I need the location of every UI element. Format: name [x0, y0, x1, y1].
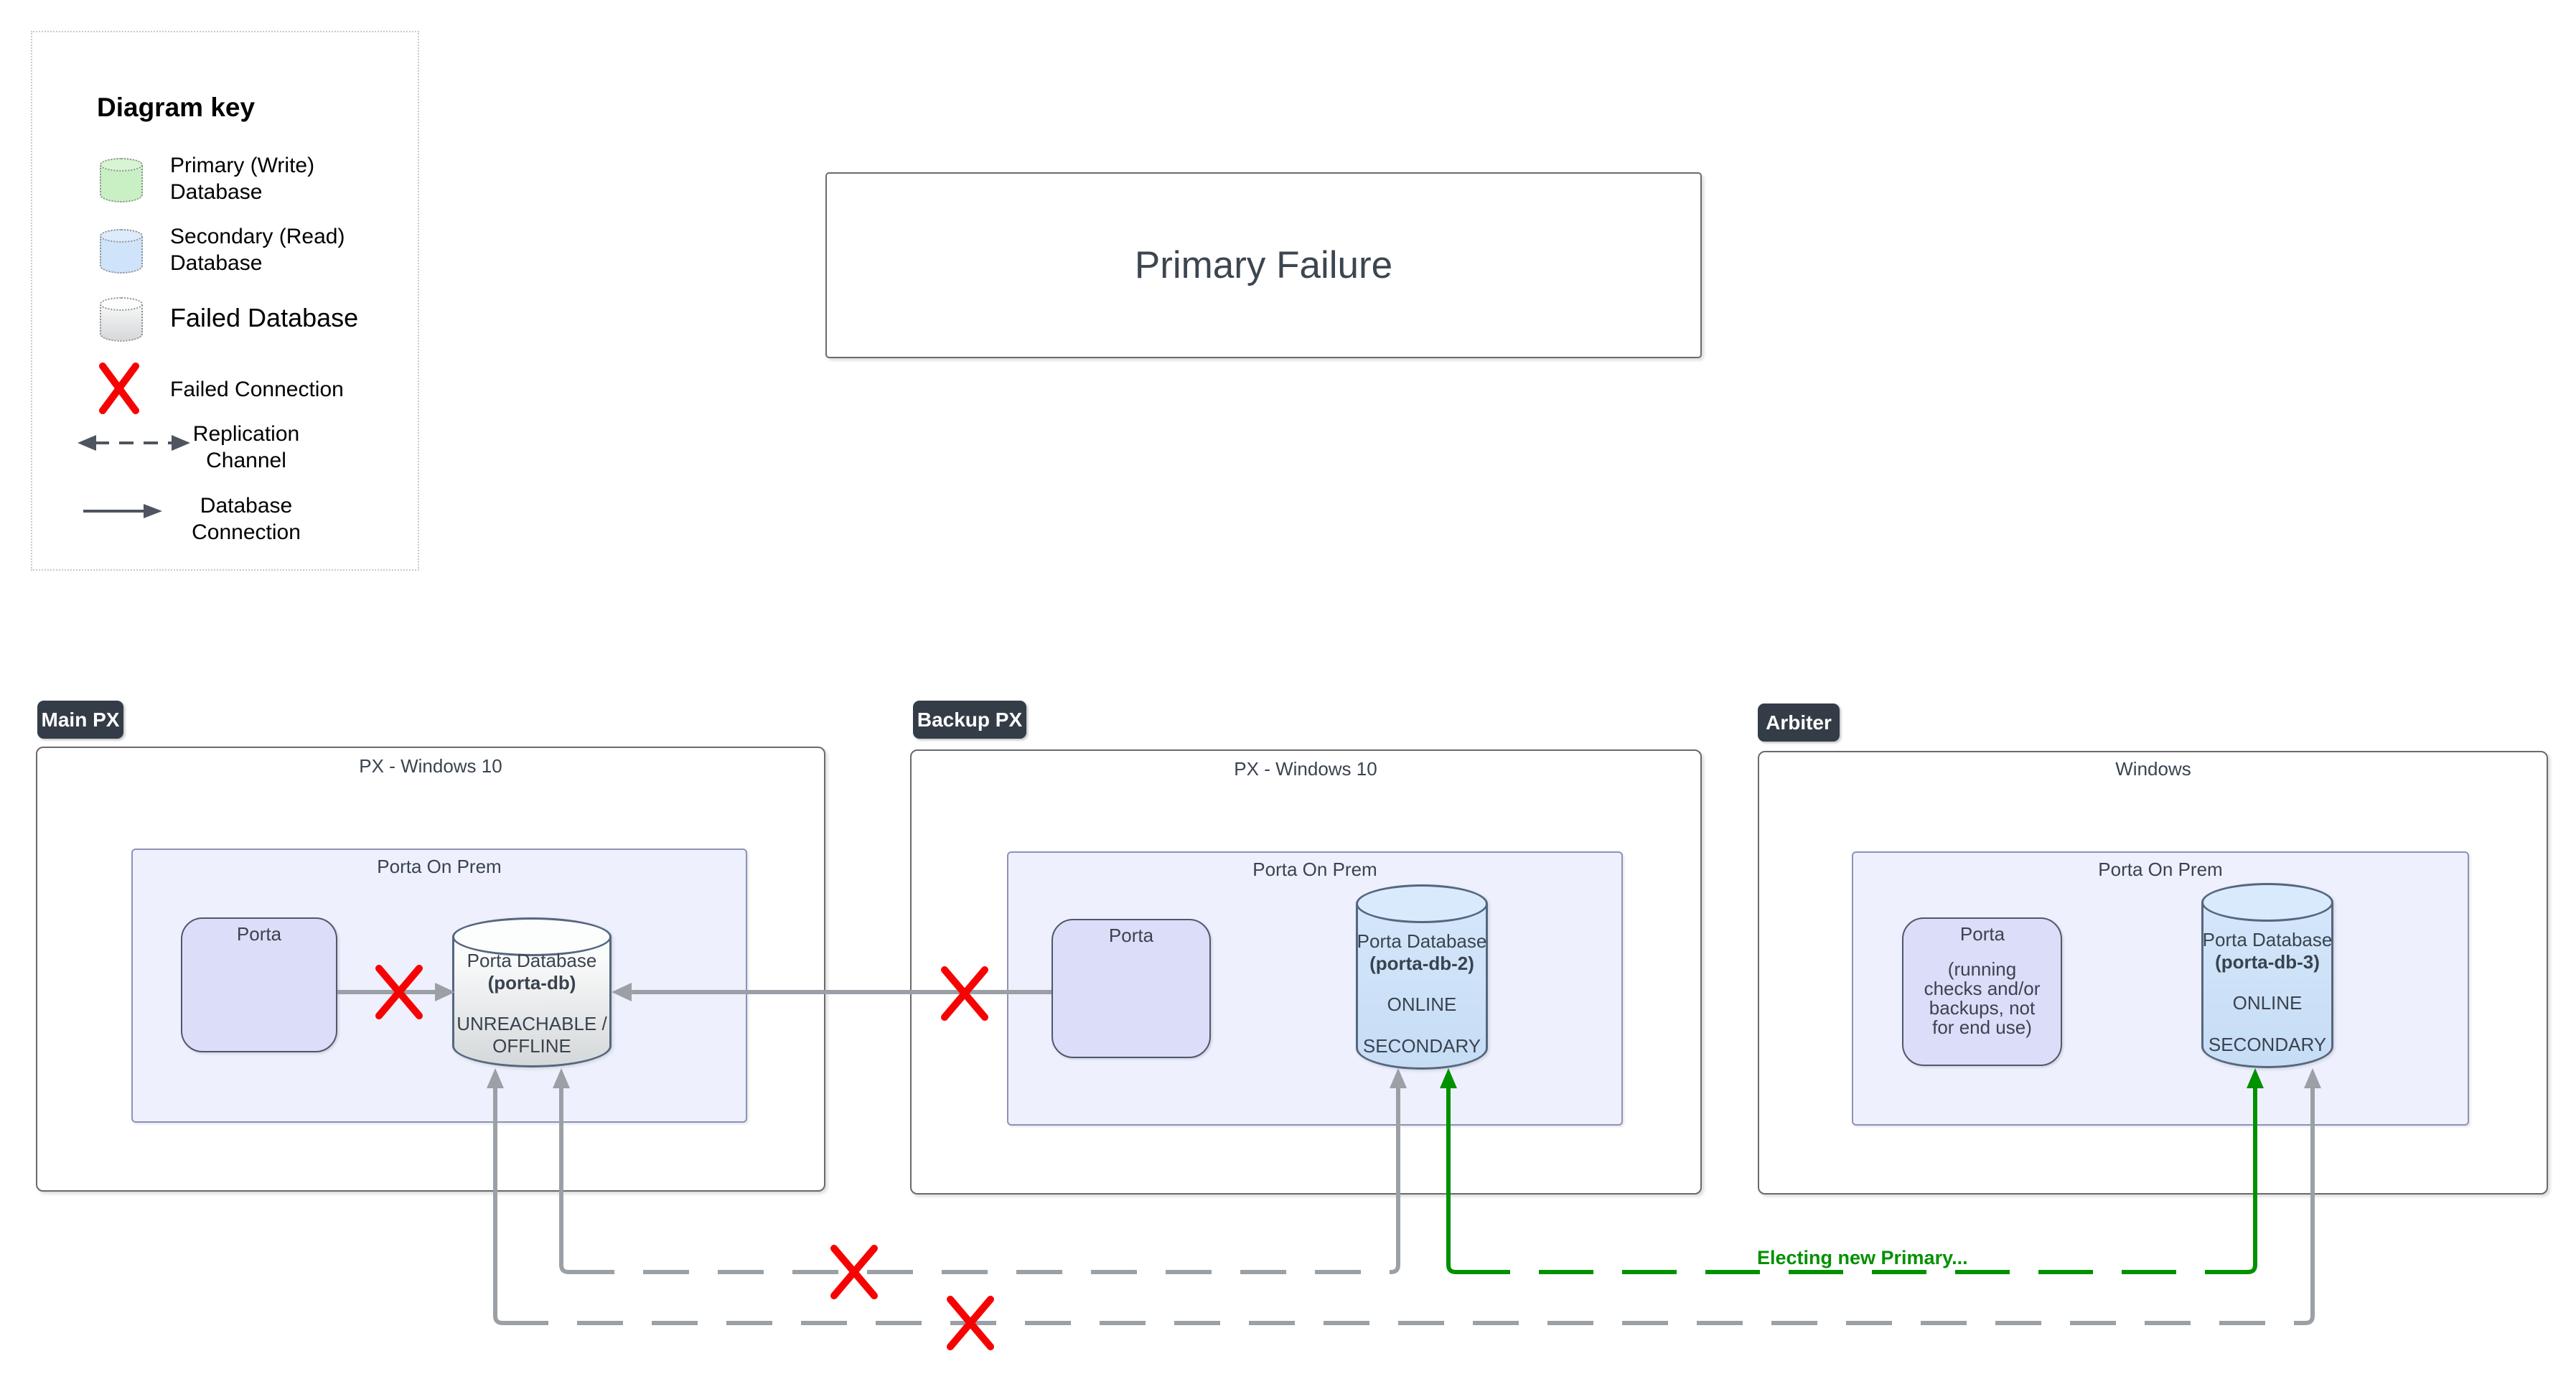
db-status-line: OFFLINE: [492, 1035, 571, 1057]
backup-px-app-label: Porta: [1108, 925, 1154, 946]
db-name: Porta Database: [2202, 929, 2333, 950]
key-item-line: Connection: [192, 520, 301, 544]
key-item-label: Secondary (Read) Database: [170, 223, 345, 276]
db-name: Porta Database: [1357, 930, 1487, 952]
key-title: Diagram key: [97, 93, 256, 122]
cylinder-top: [100, 158, 143, 172]
main-px-host-label: PX - Windows 10: [359, 755, 502, 777]
backup-px-host-label: PX - Windows 10: [1234, 758, 1377, 780]
db-name: Porta Database: [467, 950, 597, 971]
page-title: Primary Failure: [1134, 244, 1393, 286]
key-item-line: Database: [170, 180, 263, 204]
db-status-line: ONLINE: [1387, 994, 1457, 1015]
arbiter-app-note: (running checks and/or backups, not for …: [1902, 960, 2062, 1037]
key-item-line: Failed Database: [170, 303, 359, 332]
key-item-line: Primary (Write): [170, 154, 315, 177]
diagram-key-panel: Diagram key Primary (Write) Database Sec…: [31, 31, 419, 571]
db-id: (porta-db-2): [1369, 953, 1474, 974]
key-item-line: Channel: [206, 449, 286, 472]
electing-new-primary-label: Electing new Primary...: [1757, 1247, 1968, 1268]
backup-px-platform-label: Porta On Prem: [1252, 859, 1377, 880]
badge-arbiter: Arbiter: [1758, 703, 1840, 742]
cylinder-body: [452, 937, 612, 1067]
failed-db-cylinder-icon: [100, 297, 143, 342]
db-status-line: SECONDARY: [2208, 1034, 2327, 1055]
main-px-app-box: [181, 917, 337, 1052]
key-item-label: Replication Channel: [170, 421, 322, 474]
db-id: (porta-db-3): [2215, 951, 2320, 973]
db-status-line: UNREACHABLE /: [456, 1013, 607, 1034]
badge-main-px: Main PX: [37, 701, 123, 739]
title-box: Primary Failure: [825, 172, 1702, 358]
key-item-label: Failed Database: [170, 302, 358, 334]
key-item-label: Database Connection: [170, 492, 322, 546]
main-px-platform-label: Porta On Prem: [377, 856, 502, 877]
key-item-label: Primary (Write) Database: [170, 152, 314, 205]
secondary-db-cylinder-icon: [100, 229, 143, 274]
db-text: Porta Database (porta-db-2) ONLINE SECON…: [1339, 930, 1505, 1057]
arbiter-database-cylinder: Porta Database (porta-db-3) ONLINE SECON…: [2201, 883, 2333, 1068]
db-status-line: SECONDARY: [1362, 1035, 1481, 1057]
db-id: (porta-db): [487, 972, 576, 994]
key-item-line: Failed Connection: [170, 378, 344, 401]
badge-backup-px: Backup PX: [913, 701, 1026, 739]
key-item-label: Failed Connection: [170, 376, 344, 403]
db-text: Porta Database (porta-db) UNREACHABLE / …: [435, 950, 629, 1057]
cylinder-top: [452, 917, 612, 956]
key-item-line: Database: [170, 251, 263, 275]
arbiter-platform-label: Porta On Prem: [2098, 859, 2223, 880]
x-replication-main-arbiter: [947, 1296, 994, 1350]
key-item-line: Database: [200, 494, 293, 518]
app-note-line: backups, not: [1929, 997, 2036, 1019]
arbiter-app-label: Porta: [1959, 923, 2005, 945]
primary-db-cylinder-icon: [100, 158, 143, 202]
cylinder-top: [1356, 884, 1488, 923]
app-note-line: (running: [1947, 958, 2017, 980]
db-text: Porta Database (porta-db-3) ONLINE SECON…: [2184, 929, 2351, 1056]
key-item-line: Replication: [192, 422, 300, 446]
cylinder-body: [1356, 904, 1488, 1070]
arbiter-app-box: [1902, 917, 2062, 1066]
backup-px-database-cylinder: Porta Database (porta-db-2) ONLINE SECON…: [1356, 884, 1488, 1070]
cylinder-top: [2201, 883, 2333, 922]
cylinder-top: [100, 229, 143, 243]
key-item-line: Secondary (Read): [170, 225, 345, 248]
app-note-line: checks and/or: [1924, 978, 2041, 999]
cylinder-body: [2201, 902, 2333, 1068]
db-status-line: ONLINE: [2232, 992, 2303, 1014]
cylinder-top: [100, 297, 143, 311]
backup-px-app-box: [1052, 919, 1211, 1058]
arbiter-host-label: Windows: [2115, 758, 2191, 780]
app-note-line: for end use): [1932, 1016, 2032, 1038]
main-px-app-label: Porta: [236, 923, 282, 945]
x-replication-main-backup: [830, 1245, 878, 1299]
main-px-database-cylinder: Porta Database (porta-db) UNREACHABLE / …: [452, 917, 612, 1067]
